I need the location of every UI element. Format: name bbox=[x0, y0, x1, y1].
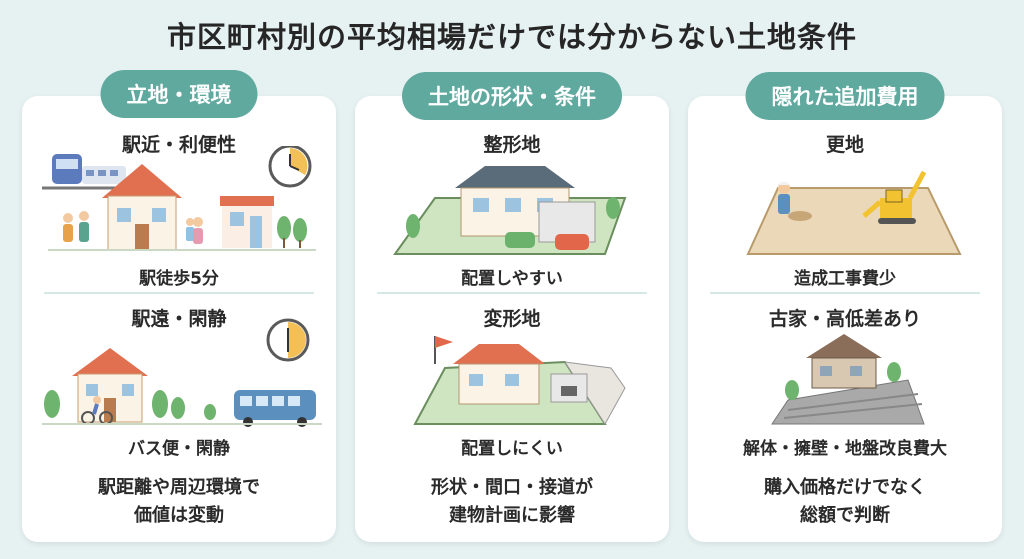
bus-icon bbox=[234, 390, 316, 427]
summary-line: 形状・間口・接道が bbox=[431, 477, 593, 498]
heading-regular-lot: 整形地 bbox=[483, 134, 541, 156]
heading-far-station: 駅遠・閑静 bbox=[131, 308, 227, 330]
car-icon bbox=[505, 232, 589, 250]
header-hidden-costs: 隠れた追加費用 bbox=[745, 72, 945, 120]
worker-icon bbox=[778, 181, 812, 221]
divider bbox=[377, 292, 647, 294]
heading-irregular-lot: 変形地 bbox=[483, 308, 541, 330]
flag-icon bbox=[434, 336, 453, 364]
house-icon bbox=[453, 344, 545, 405]
summary-line: 駅距離や周辺環境で bbox=[98, 477, 260, 498]
near-station-illustration bbox=[42, 146, 316, 251]
tree-icon bbox=[44, 390, 216, 420]
summary-line: 建物計画に影響 bbox=[449, 505, 575, 526]
old-house-slope-illustration bbox=[771, 334, 925, 425]
divider bbox=[710, 292, 980, 294]
excavator-icon bbox=[862, 170, 927, 224]
caption-far-station: バス便・閑静 bbox=[128, 439, 230, 459]
summary-line: 価値は変動 bbox=[134, 505, 224, 526]
divider bbox=[44, 292, 314, 294]
tree-icon bbox=[785, 362, 901, 400]
card-hidden-costs: 隠れた追加費用 更地 造成工事費少 古家・高低差あり bbox=[688, 72, 1002, 542]
garage-icon bbox=[550, 373, 588, 403]
summary-line: 総額で判断 bbox=[800, 505, 890, 526]
header-land-shape: 土地の形状・条件 bbox=[402, 72, 622, 120]
heading-old-house-slope: 古家・高低差あり bbox=[768, 308, 921, 330]
family-icon bbox=[63, 211, 203, 244]
caption-regular-lot: 配置しやすい bbox=[461, 269, 563, 289]
train-icon bbox=[42, 154, 134, 190]
card-land-shape: 土地の形状・条件 整形地 配置しやすい 変形地 bbox=[355, 72, 669, 542]
card-location: 立地・環境 駅近・利便性 bbox=[22, 70, 336, 542]
heading-vacant-lot: 更地 bbox=[825, 134, 864, 156]
old-house-icon bbox=[806, 334, 882, 389]
tree-icon bbox=[277, 216, 307, 248]
summary-hidden-costs: 購入価格だけでなく 総額で判断 bbox=[688, 474, 1002, 530]
summary-location: 駅距離や周辺環境で 価値は変動 bbox=[22, 474, 336, 530]
clock-icon bbox=[268, 146, 312, 188]
regular-lot-illustration bbox=[393, 166, 627, 255]
caption-near-station: 駅徒歩5分 bbox=[139, 269, 219, 289]
caption-vacant-lot: 造成工事費少 bbox=[794, 269, 896, 289]
page-title: 市区町村別の平均相場だけでは分からない土地条件 bbox=[166, 20, 857, 54]
summary-line: 購入価格だけでなく bbox=[764, 477, 926, 498]
clock-icon bbox=[266, 318, 310, 362]
retaining-wall-icon bbox=[783, 393, 923, 419]
irregular-lot-illustration bbox=[413, 336, 626, 425]
header-location: 立地・環境 bbox=[100, 70, 258, 118]
caption-old-house-slope: 解体・擁壁・地盤改良費大 bbox=[743, 439, 947, 459]
caption-irregular-lot: 配置しにくい bbox=[461, 439, 563, 459]
tree-icon bbox=[406, 197, 620, 238]
shop-icon bbox=[220, 196, 274, 248]
summary-land-shape: 形状・間口・接道が 建物計画に影響 bbox=[355, 474, 669, 530]
heading-near-station: 駅近・利便性 bbox=[121, 134, 236, 156]
house-icon bbox=[72, 348, 148, 423]
far-station-illustration bbox=[42, 318, 322, 427]
vacant-lot-illustration bbox=[746, 170, 962, 255]
